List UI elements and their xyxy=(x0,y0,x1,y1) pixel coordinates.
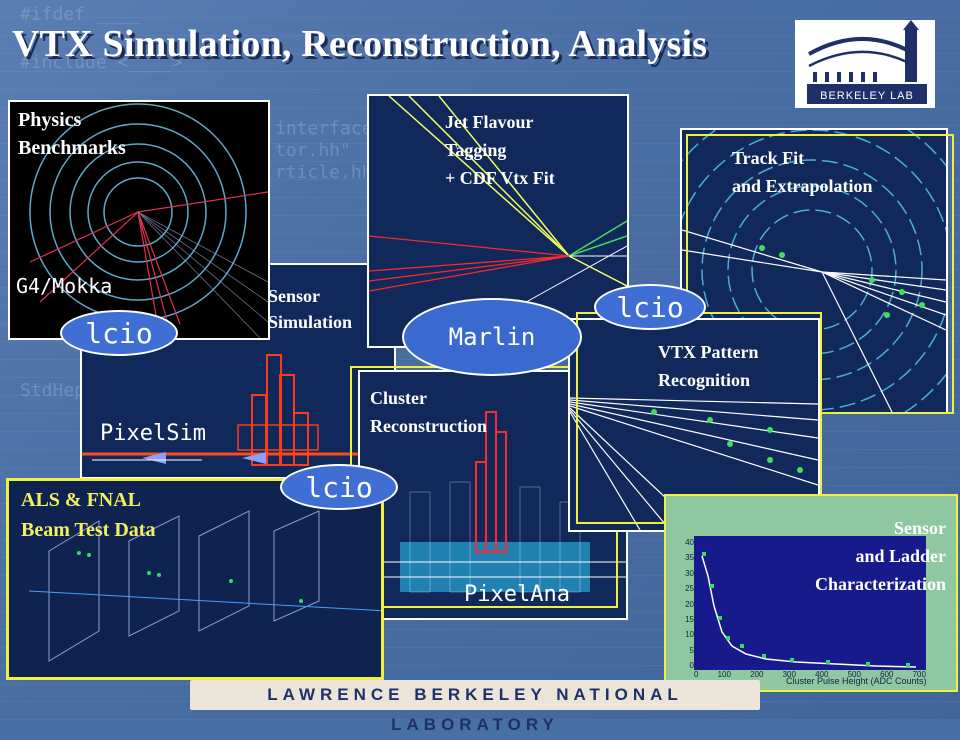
y-tick-label: 40 xyxy=(685,538,694,547)
x-tick-label: 700 xyxy=(912,670,926,679)
pixelana-label: PixelAna xyxy=(464,582,570,607)
y-tick-label: 15 xyxy=(685,614,694,624)
pixelsim-label: PixelSim xyxy=(100,421,206,446)
histogram-x-ticks: 0 100 200 300 400 500 600 700 xyxy=(694,670,926,679)
sensor-simulation-label: Sensor Simulation xyxy=(268,286,353,332)
marlin-badge: Marlin xyxy=(402,298,582,376)
y-tick-label: 5 xyxy=(689,645,694,655)
code-watermark: StdHep xyxy=(20,380,86,401)
sensor-ladder-panel: Sensor and Ladder Characterization Clust… xyxy=(664,494,958,692)
lbnl-footer-text: LAWRENCE BERKELEY NATIONAL LABORATORY xyxy=(267,685,683,734)
beam-test-label: ALS & FNAL Beam Test Data xyxy=(21,489,156,541)
cluster-reconstruction-label: Cluster Reconstruction xyxy=(370,388,487,436)
physics-benchmarks-label: Physics Benchmarks xyxy=(18,109,126,159)
lcio-badge: lcio xyxy=(594,284,706,330)
lcio-badge: lcio xyxy=(280,464,398,510)
sensor-ladder-label: Sensor and Ladder Characterization xyxy=(815,518,946,594)
track-fit-label: Track Fit and Extrapolation xyxy=(732,148,873,196)
histogram-xlabel: Cluster Pulse Height (ADC Counts) xyxy=(786,676,927,686)
y-tick-label: 30 xyxy=(685,568,694,578)
histogram-y-ticks: 0 5 10 15 20 25 30 35 40 xyxy=(682,538,694,670)
code-watermark: rticle.hh xyxy=(275,162,373,183)
g4-mokka-label: G4/Mokka xyxy=(16,274,113,298)
y-tick-label: 25 xyxy=(685,584,694,594)
y-tick-label: 10 xyxy=(685,630,694,640)
logo-text: BERKELEY LAB xyxy=(820,90,914,102)
code-watermark: interface.h xyxy=(275,118,395,139)
x-tick-label: 100 xyxy=(717,670,731,679)
y-tick-label: 0 xyxy=(689,661,694,670)
lbnl-footer-bar: LAWRENCE BERKELEY NATIONAL LABORATORY xyxy=(190,680,760,734)
beam-test-data-panel: ALS & FNAL Beam Test Data xyxy=(6,478,384,680)
x-tick-label: 300 xyxy=(782,670,796,679)
physics-benchmarks-panel: Physics Benchmarks G4/Mokka xyxy=(8,100,270,340)
cluster-reconstruction-panel: Cluster Reconstruction PixelAna xyxy=(358,370,628,620)
slide-title: VTX Simulation, Reconstruction, Analysis xyxy=(12,23,708,65)
vtx-pattern-frame xyxy=(576,312,822,524)
y-tick-label: 20 xyxy=(685,599,694,609)
x-tick-label: 400 xyxy=(815,670,829,679)
y-tick-label: 35 xyxy=(685,553,694,563)
code-watermark: #include <____> xyxy=(20,52,183,73)
code-watermark: #ifdef ____ xyxy=(20,4,140,25)
x-tick-label: 200 xyxy=(750,670,764,679)
x-tick-label: 500 xyxy=(847,670,861,679)
berkeley-lab-logo: BERKELEY LAB xyxy=(795,20,935,108)
x-tick-label: 0 xyxy=(694,670,699,679)
jet-flavour-label: Jet Flavour Tagging + CDF Vtx Fit xyxy=(445,112,555,188)
vtx-pattern-label: VTX Pattern Recognition xyxy=(658,342,759,390)
code-watermark: tor.hh" xyxy=(275,140,351,161)
lcio-badge: lcio xyxy=(60,310,178,356)
x-tick-label: 600 xyxy=(880,670,894,679)
